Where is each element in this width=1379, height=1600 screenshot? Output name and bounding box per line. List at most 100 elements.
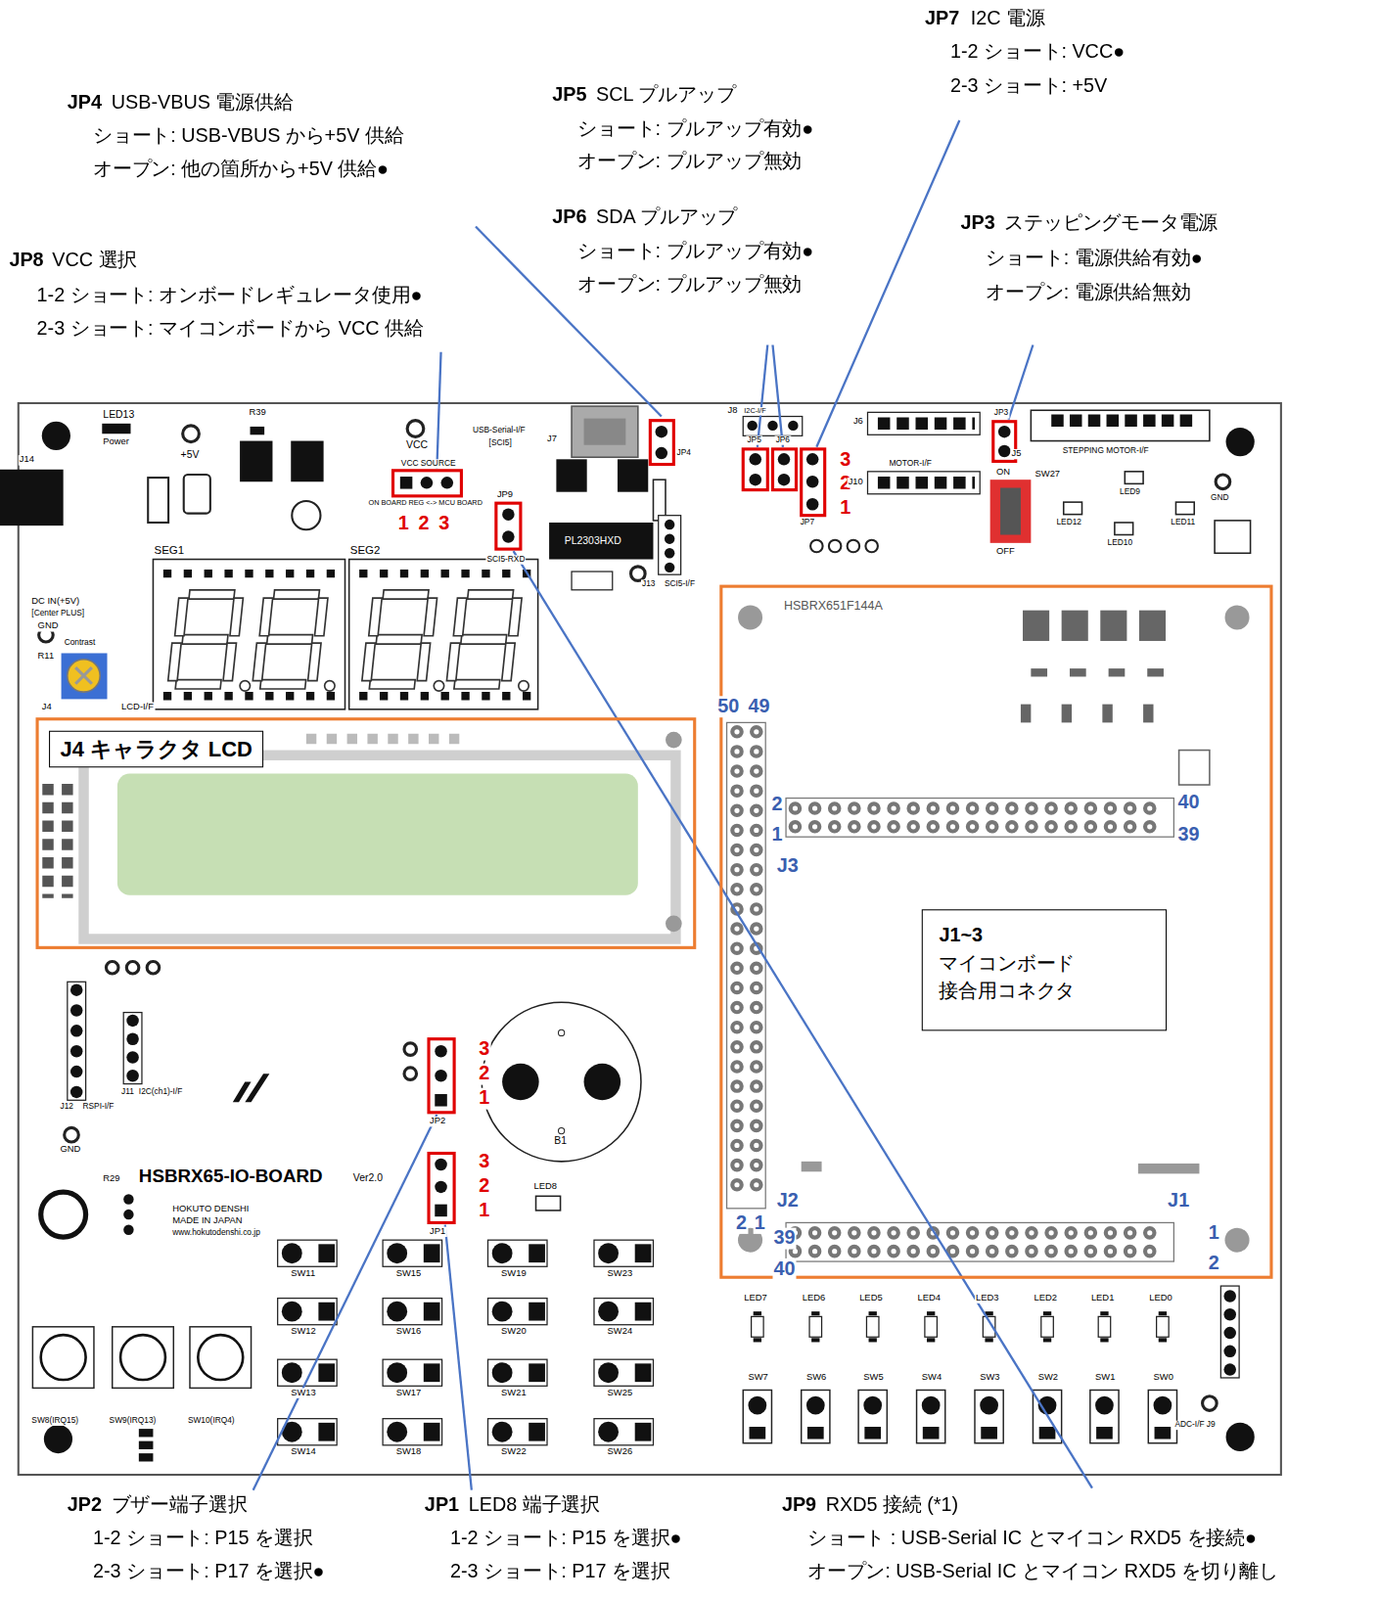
left-io-section xyxy=(197,1334,243,1380)
buzzer-and-switches xyxy=(594,1359,653,1386)
jumper-pins xyxy=(998,425,1012,439)
left-io-section xyxy=(138,1453,154,1462)
connector-pin-label: 2 xyxy=(1207,1253,1221,1276)
silkscreen-label: J5 xyxy=(1011,449,1023,460)
pin-number: 2 xyxy=(477,1175,491,1197)
buzzer-and-switches xyxy=(488,1240,548,1267)
callout-text: オープン: 他の箇所から+5V 供給● xyxy=(91,159,390,182)
jumper-pins xyxy=(502,530,515,544)
buzzer-and-switches xyxy=(382,1240,442,1267)
power-section xyxy=(239,441,273,483)
left-io-section xyxy=(64,1127,80,1143)
silkscreen-label: J6 xyxy=(852,416,865,427)
usb-serial-section xyxy=(584,418,627,446)
pin-number: 1 xyxy=(477,1088,491,1110)
pin-headers xyxy=(730,732,744,1205)
left-io-section xyxy=(70,1024,84,1038)
node-text: マイコンボード 接合用コネクタ xyxy=(938,948,1150,1005)
mcu-board-region: HSBRX651F144AJ1~3マイコンボード 接合用コネクタ xyxy=(719,585,1273,1280)
jumper-highlight xyxy=(428,1153,455,1224)
callout-text: 1-2 ショート: P15 を選択 xyxy=(91,1527,315,1550)
mcu-board-parts xyxy=(737,604,763,630)
left-io-section xyxy=(123,1012,142,1085)
led-switch-row xyxy=(1223,1345,1237,1359)
leader-line xyxy=(1008,345,1033,420)
led-switch-row xyxy=(1148,1389,1177,1443)
led-switch-row xyxy=(866,1311,879,1342)
silkscreen-label: LED10 xyxy=(1106,539,1135,549)
silkscreen-label: [SCI5] xyxy=(488,438,513,448)
i2c-motor-section xyxy=(1063,502,1083,515)
power-section xyxy=(183,474,211,514)
silkscreen-label: SW25 xyxy=(606,1387,635,1398)
led-switch-row xyxy=(1220,1286,1240,1379)
usb-serial-section xyxy=(664,562,675,573)
connector-pin-label: J2 xyxy=(776,1190,800,1212)
connector-note-box: J1~3マイコンボード 接合用コネクタ xyxy=(921,909,1167,1031)
mcu-board-parts xyxy=(1179,750,1210,785)
callout-text: オープン: プルアップ無効 xyxy=(576,150,803,173)
mcu-board-parts xyxy=(1102,704,1112,724)
silkscreen-label: R39 xyxy=(247,408,267,418)
i2c-motor-section xyxy=(787,420,798,431)
jumper-pins xyxy=(434,1094,448,1107)
silkscreen-label: SW4 xyxy=(920,1373,943,1383)
silkscreen-label: STEPPING MOTOR-I/F xyxy=(1061,447,1150,457)
silkscreen-label: ON BOARD REG <-> MCU BOARD xyxy=(367,499,484,507)
silkscreen-label: B1 xyxy=(552,1135,568,1147)
silkscreen-label: SW17 xyxy=(395,1387,423,1398)
pin-number: 1 2 3 xyxy=(397,513,454,536)
lcd-module xyxy=(665,916,683,933)
seven-segment-displays xyxy=(167,590,251,691)
callout-text: 2-3 ショート: P17 を選択 xyxy=(449,1562,672,1584)
usb-serial-section xyxy=(652,479,666,521)
jumper-pins xyxy=(400,425,1012,1217)
buzzer-and-switches xyxy=(488,1419,548,1446)
silkscreen-label: SW8(IRQ15) xyxy=(30,1417,80,1426)
silkscreen-label: LED2 xyxy=(1032,1292,1058,1303)
node-text: J4 キャラクタ LCD xyxy=(48,731,264,769)
pin-headers xyxy=(794,801,1169,816)
silkscreen-label: SW2 xyxy=(1037,1373,1059,1383)
callout-text: JP1 xyxy=(423,1494,460,1517)
callout-text: ショート: プルアップ有効● xyxy=(576,240,815,263)
mcu-board-parts xyxy=(801,1161,823,1172)
left-io-section xyxy=(41,1334,87,1380)
connector-pin-label: J1 xyxy=(1166,1190,1191,1212)
callout-text: JP6 xyxy=(551,207,588,230)
board-outline xyxy=(42,421,71,451)
i2c-motor-section xyxy=(867,412,980,435)
silkscreen-label: MADE IN JAPAN xyxy=(171,1216,243,1227)
led-switch-row xyxy=(751,1311,765,1342)
buzzer-and-switches xyxy=(277,1298,337,1326)
board-outline xyxy=(18,403,1282,1475)
connector-pin-label: 40 xyxy=(1176,791,1200,814)
callout-text: JP8 xyxy=(7,250,45,273)
left-io-section xyxy=(41,1192,87,1238)
silkscreen-label: JP4 xyxy=(675,449,691,459)
callout-text: オープン: USB-Serial IC とマイコン RXD5 を切り離し xyxy=(806,1562,1280,1584)
mcu-board-parts xyxy=(1225,604,1250,630)
power-section xyxy=(291,501,321,530)
callout-text: オープン: 電源供給無効 xyxy=(984,281,1192,304)
silkscreen-label: SW11 xyxy=(289,1268,317,1279)
buzzer-and-switches xyxy=(277,1240,337,1267)
callout-text: RXD5 接続 (*1) xyxy=(825,1494,961,1517)
silkscreen-label: LED11 xyxy=(1169,518,1196,528)
i2c-motor-section xyxy=(1000,488,1021,536)
i2c-motor-section xyxy=(1124,471,1144,485)
buzzer-and-switches xyxy=(404,1043,417,1057)
silkscreen-label: JP1 xyxy=(428,1227,447,1238)
left-io-section xyxy=(70,1045,84,1058)
silkscreen-label: J8 xyxy=(727,406,739,416)
buzzer-and-switches xyxy=(277,1002,654,1446)
silkscreen-label: www.hokutodenshi.co.jp xyxy=(171,1229,262,1239)
i2c-motor-section xyxy=(1175,502,1195,515)
silkscreen-label: SW9(IRQ13) xyxy=(108,1417,158,1426)
silkscreen-label: I2C(ch1)-I/F xyxy=(137,1088,184,1098)
power-section xyxy=(147,477,169,523)
pin-headers xyxy=(794,1230,1169,1236)
silkscreen-label: LED0 xyxy=(1148,1292,1174,1303)
jumper-highlight xyxy=(801,449,826,516)
pin-number: 3 xyxy=(477,1039,491,1061)
